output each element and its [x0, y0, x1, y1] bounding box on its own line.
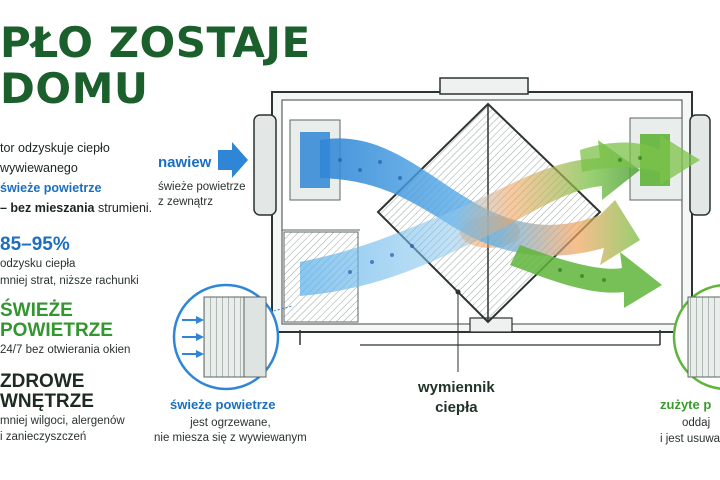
exchanger-line-1: wymiennik — [418, 379, 495, 396]
intro-line-2: wywiewanego — [0, 161, 78, 175]
intake-arrow — [218, 142, 248, 178]
intro-line-4: – bez mieszania strumieni. — [0, 198, 180, 218]
fresh-air-caption-title: świeże powietrze — [170, 397, 276, 412]
page-headline: PŁO ZOSTAJE DOMU — [0, 20, 311, 112]
stat-healthy-title-2: WNĘTRZE — [0, 391, 94, 412]
intro-rest: strumieni. — [94, 201, 153, 215]
air-particles — [338, 158, 414, 274]
used-air-caption-line-2: i jest usuwa — [660, 433, 720, 445]
stat-healthy-title-1: ZDROWE — [0, 371, 85, 392]
intake-sublabel: świeże powietrze z zewnątrz — [158, 180, 246, 210]
fresh-air-caption: jest ogrzewane, nie miesza się z wywiewa… — [154, 416, 307, 446]
stat-fresh-title-2: POWIETRZE — [0, 320, 113, 341]
headline-line-1: PŁO ZOSTAJE — [0, 18, 311, 67]
exchanger-label: wymiennik ciepła — [418, 378, 495, 418]
intro-line-3: świeże powietrze — [0, 181, 102, 195]
used-air-caption-line-1: oddaj — [682, 417, 711, 429]
fresh-filter-zoom — [172, 283, 293, 391]
fresh-air-caption-line-1: jest ogrzewane, — [190, 417, 271, 429]
intro-line-1: tor odzyskuje ciepło — [0, 141, 110, 155]
intake-sub-line-2: z zewnątrz — [158, 196, 213, 208]
fresh-air-caption-line-2: nie miesza się z wywiewanym — [154, 432, 307, 444]
headline-line-2: DOMU — [0, 64, 149, 113]
exhaust-filter-zoom — [672, 284, 720, 390]
intake-label: nawiew — [158, 154, 212, 171]
fresh-air-flow — [320, 138, 640, 265]
intro-bold: – bez mieszania — [0, 201, 95, 215]
stat-fresh-title-1: ŚWIEŻE — [0, 300, 73, 321]
exhaust-particles — [558, 156, 642, 282]
left-fan — [253, 114, 341, 216]
stat-percent-title: 85–95% — [0, 234, 70, 255]
intro-text: tor odzyskuje ciepło wywiewanego świeże … — [0, 138, 180, 218]
stat-healthy-line-2: i zanieczyszczeń — [0, 431, 87, 443]
intake-sub-line-1: świeże powietrze — [158, 181, 246, 193]
stat-fresh-line-1: 24/7 bez otwierania okien — [0, 344, 131, 356]
exchanger-line-2: ciepła — [435, 399, 478, 416]
exchanger-pointer-dot — [455, 289, 461, 295]
stat-percent-line-2: mniej strat, niższe rachunki — [0, 275, 139, 287]
stat-percent-line-1: odzysku ciepła — [0, 258, 76, 270]
stat-healthy-line-1: mniej wilgoci, alergenów — [0, 415, 125, 427]
used-air-caption-title: zużyte p — [660, 397, 712, 412]
